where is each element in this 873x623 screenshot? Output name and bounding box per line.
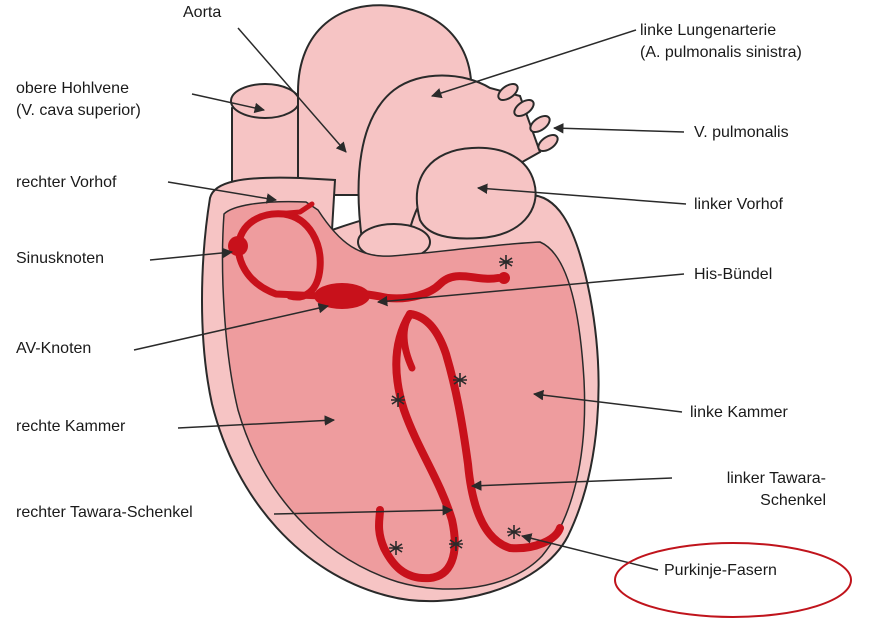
av-node [314,283,370,309]
label-linke-kammer: linke Kammer [690,402,788,423]
label-obere-hohlvene-latin: (V. cava superior) [16,100,141,121]
left-atrium-shape [417,148,536,239]
label-v-pulmonalis: V. pulmonalis [694,122,789,143]
label-linke-lungenarterie: linke Lungenarterie [640,20,776,41]
label-aorta: Aorta [183,2,221,23]
label-his-buendel: His-Bündel [694,264,772,285]
label-linker-tawara-schenkel: Schenkel [680,490,826,511]
purkinje-end-top [498,272,510,284]
label-sinusknoten: Sinusknoten [16,248,104,269]
label-rechter-vorhof: rechter Vorhof [16,172,117,193]
label-obere-hohlvene: obere Hohlvene [16,78,129,99]
label-rechte-kammer: rechte Kammer [16,416,125,437]
label-rechter-tawara-schenkel: rechter Tawara-Schenkel [16,502,193,523]
label-linker-tawara: linker Tawara- [680,468,826,489]
label-linker-vorhof: linker Vorhof [694,194,783,215]
label-av-knoten: AV-Knoten [16,338,91,359]
sinus-node [228,236,248,256]
label-linke-lungenarterie-latin: (A. pulmonalis sinistra) [640,42,802,63]
label-purkinje-fasern: Purkinje-Fasern [664,560,777,581]
